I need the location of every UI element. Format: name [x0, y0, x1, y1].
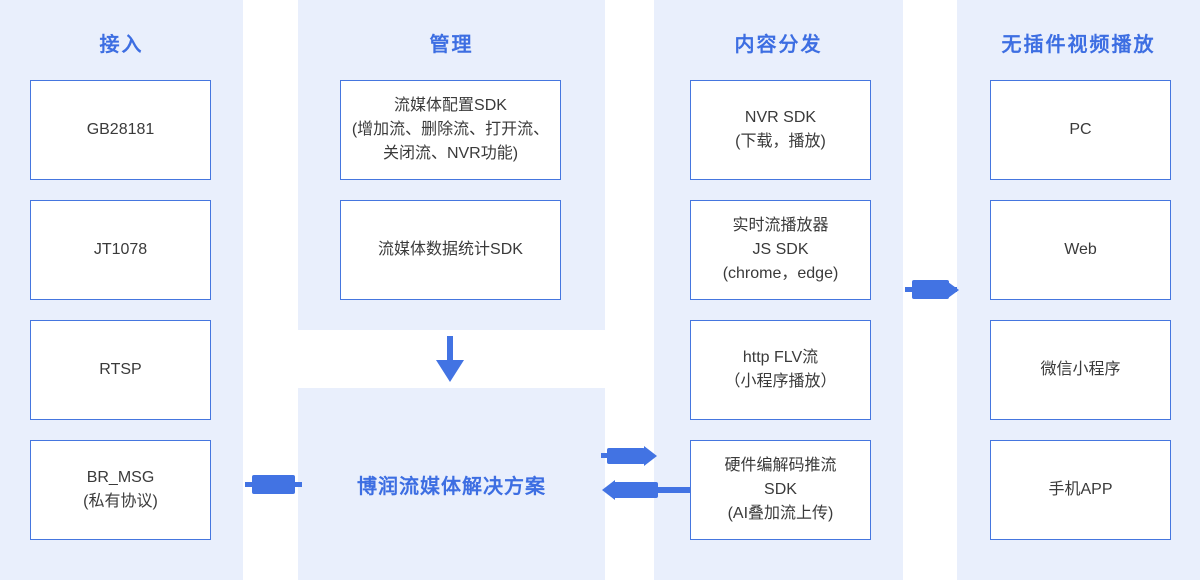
box-http-flv: http FLV流 （小程序播放） [690, 320, 871, 420]
box-gb28181: GB28181 [30, 80, 211, 180]
column-title-manage: 管理 [429, 34, 474, 56]
box-mobile-app: 手机APP [990, 440, 1171, 540]
column-title-access: 接入 [99, 34, 144, 56]
box-hw-codec-sdk: 硬件编解码推流 SDK (AI叠加流上传) [690, 440, 871, 540]
box-jt1078: JT1078 [30, 200, 211, 300]
column-title-playback: 无插件视频播放 [1001, 34, 1156, 56]
column-title-distribution: 内容分发 [734, 34, 823, 56]
box-br-msg: BR_MSG (私有协议) [30, 440, 211, 540]
box-rtsp: RTSP [30, 320, 211, 420]
box-realtime-player: 实时流播放器 JS SDK (chrome，edge) [690, 200, 871, 300]
box-nvr-sdk: NVR SDK (下载，播放) [690, 80, 871, 180]
box-miniprogram: 微信小程序 [990, 320, 1171, 420]
box-stream-config-sdk: 流媒体配置SDK (增加流、删除流、打开流、 关闭流、NVR功能) [340, 80, 561, 180]
panel-solution: 博润流媒体解决方案 [298, 388, 605, 580]
box-stream-stats-sdk: 流媒体数据统计SDK [340, 200, 561, 300]
solution-label: 博润流媒体解决方案 [357, 475, 546, 498]
box-web: Web [990, 200, 1171, 300]
box-pc: PC [990, 80, 1171, 180]
